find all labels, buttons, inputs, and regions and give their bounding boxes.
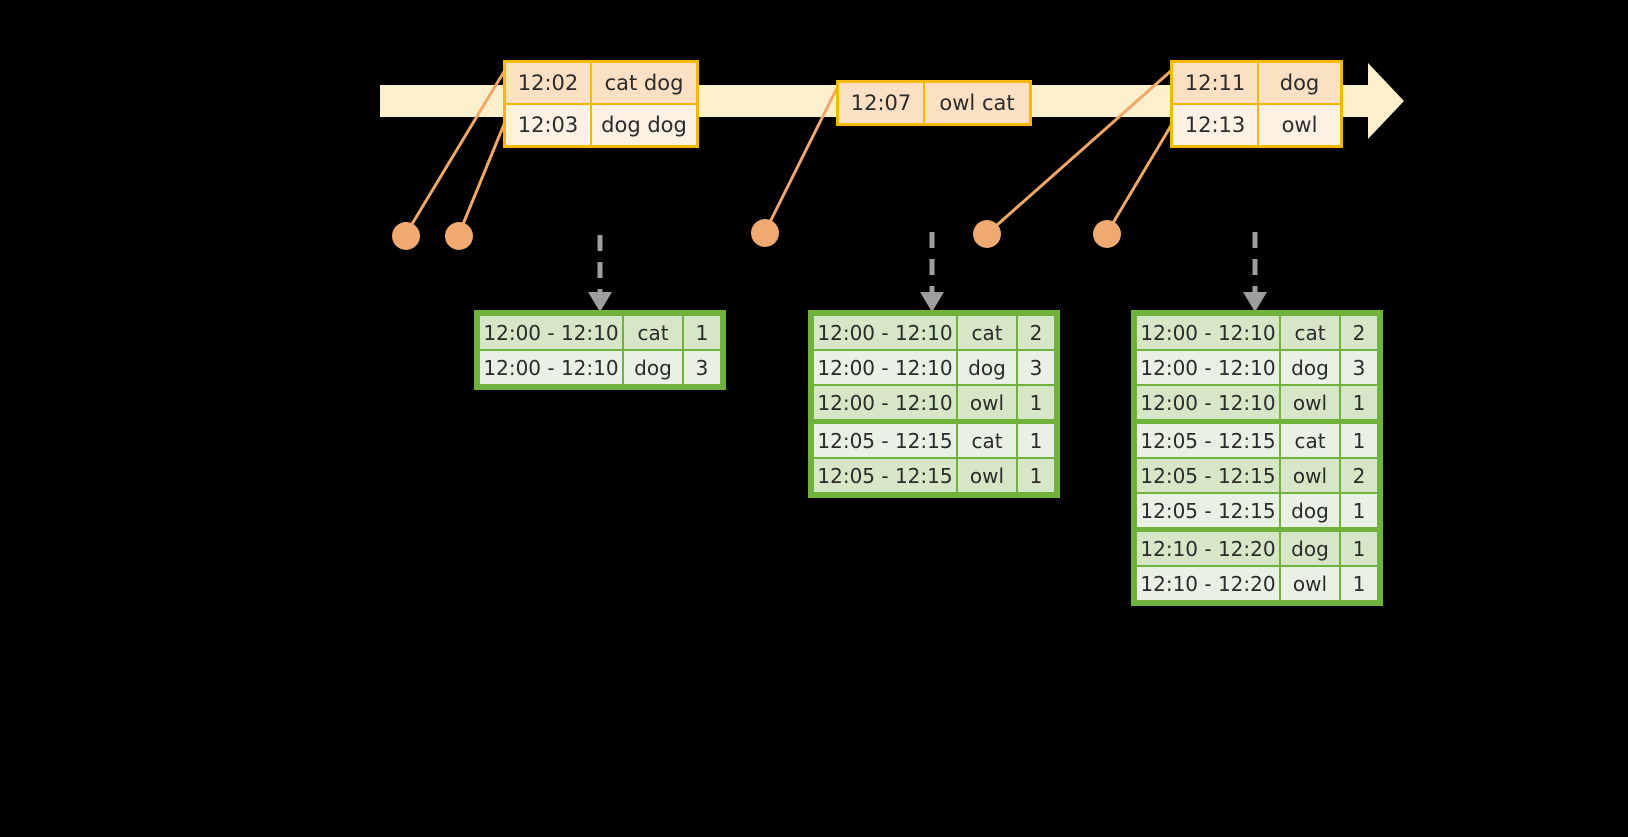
cell-word: dog xyxy=(1281,532,1339,565)
table-row: 12:05 - 12:15 owl 2 xyxy=(1137,459,1377,492)
cell-count: 1 xyxy=(1018,459,1054,492)
table-row: 12:05 - 12:15 owl 1 xyxy=(814,459,1054,492)
cell-window: 12:00 - 12:10 xyxy=(1137,351,1279,384)
event-time: 12:07 xyxy=(839,83,925,123)
cell-window: 12:00 - 12:10 xyxy=(814,316,956,349)
event-words: cat dog xyxy=(592,63,696,103)
cell-word: cat xyxy=(958,424,1016,457)
event-time: 12:13 xyxy=(1173,105,1259,145)
events-box-2: 12:07 owl cat xyxy=(836,80,1032,126)
cell-word: owl xyxy=(1281,459,1339,492)
event-row: 12:07 owl cat xyxy=(839,83,1029,123)
event-row: 12:13 owl xyxy=(1173,103,1340,145)
cell-window: 12:10 - 12:20 xyxy=(1137,567,1279,600)
cell-window: 12:00 - 12:10 xyxy=(1137,316,1279,349)
cell-window: 12:05 - 12:15 xyxy=(1137,459,1279,492)
cell-word: owl xyxy=(1281,386,1339,419)
event-row: 12:03 dog dog xyxy=(506,103,696,145)
cell-word: owl xyxy=(958,459,1016,492)
events-box-3: 12:11 dog 12:13 owl xyxy=(1170,60,1343,148)
cell-word: cat xyxy=(1281,316,1339,349)
event-row: 12:11 dog xyxy=(1173,63,1340,103)
event-time: 12:03 xyxy=(506,105,592,145)
trigger-arrow-2 xyxy=(920,232,944,312)
cell-count: 2 xyxy=(1018,316,1054,349)
cell-count: 2 xyxy=(1341,459,1377,492)
cell-window: 12:00 - 12:10 xyxy=(480,351,622,384)
table-row: 12:00 - 12:10 dog 3 xyxy=(814,351,1054,384)
connector-dot-1 xyxy=(392,222,420,250)
event-words: dog dog xyxy=(592,105,696,145)
cell-window: 12:05 - 12:15 xyxy=(1137,494,1279,527)
trigger-arrow-3 xyxy=(1243,232,1267,312)
cell-count: 3 xyxy=(684,351,720,384)
cell-count: 1 xyxy=(1341,494,1377,527)
cell-word: dog xyxy=(1281,494,1339,527)
cell-count: 1 xyxy=(1341,386,1377,419)
cell-word: cat xyxy=(1281,424,1339,457)
table-row: 12:05 - 12:15 cat 1 xyxy=(814,424,1054,457)
connector-dot-2 xyxy=(445,222,473,250)
connector-line-2 xyxy=(457,120,507,236)
result-table-1: 12:00 - 12:10 cat 1 12:00 - 12:10 dog 3 xyxy=(474,310,726,390)
table-row: 12:00 - 12:10 owl 1 xyxy=(814,386,1054,419)
connector-dot-4 xyxy=(973,220,1001,248)
event-time: 12:11 xyxy=(1173,63,1259,103)
table-row: 12:10 - 12:20 dog 1 xyxy=(1137,532,1377,565)
cell-count: 3 xyxy=(1341,351,1377,384)
result-table-3: 12:00 - 12:10 cat 2 12:00 - 12:10 dog 3 … xyxy=(1131,310,1383,606)
cell-word: dog xyxy=(1281,351,1339,384)
cell-window: 12:00 - 12:10 xyxy=(1137,386,1279,419)
trigger-arrow-1 xyxy=(588,235,612,312)
table-row: 12:00 - 12:10 cat 2 xyxy=(814,316,1054,349)
cell-count: 1 xyxy=(1018,424,1054,457)
connector-line-1 xyxy=(404,68,507,236)
table-row: 12:00 - 12:10 dog 3 xyxy=(480,351,720,384)
cell-word: cat xyxy=(958,316,1016,349)
table-row: 12:00 - 12:10 cat 1 xyxy=(480,316,720,349)
cell-count: 1 xyxy=(684,316,720,349)
table-row: 12:00 - 12:10 owl 1 xyxy=(1137,386,1377,419)
event-words: dog xyxy=(1259,63,1340,103)
table-row: 12:10 - 12:20 owl 1 xyxy=(1137,567,1377,600)
table-row: 12:00 - 12:10 dog 3 xyxy=(1137,351,1377,384)
cell-count: 1 xyxy=(1018,386,1054,419)
cell-count: 2 xyxy=(1341,316,1377,349)
connector-line-5 xyxy=(1105,122,1174,235)
cell-count: 1 xyxy=(1341,567,1377,600)
cell-count: 3 xyxy=(1018,351,1054,384)
trigger-arrows xyxy=(588,232,1267,312)
connector-line-3 xyxy=(763,84,840,234)
table-row: 12:05 - 12:15 dog 1 xyxy=(1137,494,1377,527)
event-time: 12:02 xyxy=(506,63,592,103)
table-row: 12:00 - 12:10 cat 2 xyxy=(1137,316,1377,349)
cell-window: 12:05 - 12:15 xyxy=(1137,424,1279,457)
event-words: owl cat xyxy=(925,83,1029,123)
connector-dot-5 xyxy=(1093,220,1121,248)
event-words: owl xyxy=(1259,105,1340,145)
cell-word: dog xyxy=(958,351,1016,384)
cell-word: dog xyxy=(624,351,682,384)
cell-count: 1 xyxy=(1341,424,1377,457)
cell-window: 12:00 - 12:10 xyxy=(480,316,622,349)
cell-window: 12:10 - 12:20 xyxy=(1137,532,1279,565)
event-row: 12:02 cat dog xyxy=(506,63,696,103)
connector-dot-3 xyxy=(751,219,779,247)
result-table-2: 12:00 - 12:10 cat 2 12:00 - 12:10 dog 3 … xyxy=(808,310,1060,498)
cell-count: 1 xyxy=(1341,532,1377,565)
cell-window: 12:00 - 12:10 xyxy=(814,351,956,384)
cell-word: cat xyxy=(624,316,682,349)
table-row: 12:05 - 12:15 cat 1 xyxy=(1137,424,1377,457)
cell-word: owl xyxy=(1281,567,1339,600)
connector-dots xyxy=(392,219,1121,250)
events-box-1: 12:02 cat dog 12:03 dog dog xyxy=(503,60,699,148)
cell-window: 12:05 - 12:15 xyxy=(814,459,956,492)
cell-window: 12:05 - 12:15 xyxy=(814,424,956,457)
cell-window: 12:00 - 12:10 xyxy=(814,386,956,419)
cell-word: owl xyxy=(958,386,1016,419)
